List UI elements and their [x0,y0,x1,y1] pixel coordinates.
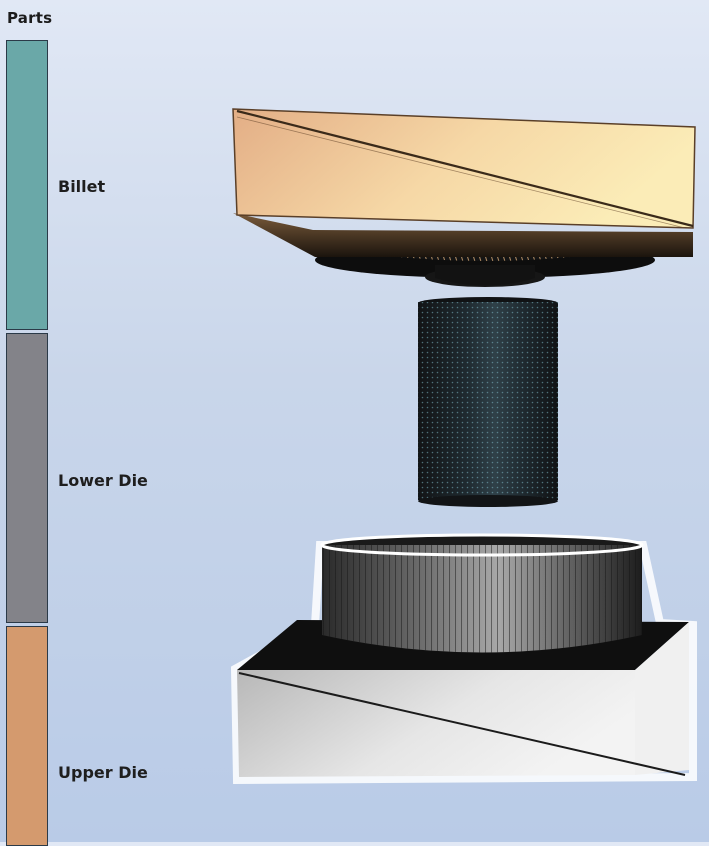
upper-die-swatch[interactable] [6,626,48,846]
billet-swatch[interactable] [6,40,48,330]
lower-die-swatch[interactable] [6,333,48,623]
lower-die-model[interactable] [230,533,697,785]
panel-title: Parts [7,9,53,27]
billet-model[interactable] [418,297,558,507]
lower-die-label: Lower Die [58,471,148,490]
3d-viewport[interactable] [215,95,709,795]
viewport-scene [230,108,697,785]
billet-label: Billet [58,177,106,196]
upper-die-label: Upper Die [58,763,148,782]
upper-die-model[interactable] [232,108,696,287]
